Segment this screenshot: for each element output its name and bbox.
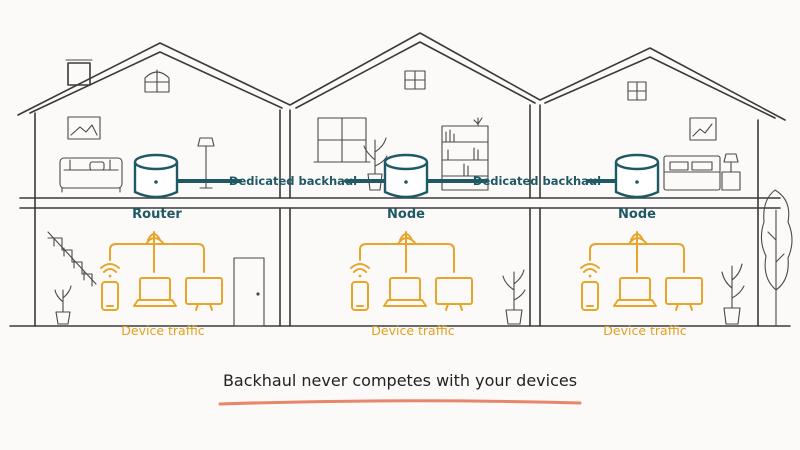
staircase-icon xyxy=(47,231,97,287)
phone-icon xyxy=(581,281,599,311)
sofa-icon xyxy=(59,157,123,193)
wifi-icon xyxy=(350,263,370,278)
tree-icon xyxy=(760,189,793,327)
backhaul-label: Dedicated backhaul xyxy=(473,174,601,188)
plant-icon xyxy=(363,137,388,191)
phone-icon xyxy=(101,281,119,311)
laptop-icon xyxy=(133,277,177,307)
wall-picture-icon xyxy=(689,117,717,141)
device-traffic-group: Device traffic xyxy=(350,231,473,338)
device-traffic-label: Device traffic xyxy=(603,323,687,338)
phone-icon xyxy=(351,281,369,311)
window-icon xyxy=(313,117,371,163)
device-traffic-group: Device traffic xyxy=(580,231,703,338)
caption: Backhaul never competes with your device… xyxy=(223,371,577,390)
laptop-icon xyxy=(613,277,657,307)
backhaul-link: Dedicated backhaul xyxy=(176,174,386,188)
router-node xyxy=(133,153,179,199)
mesh-node xyxy=(383,153,429,199)
device-traffic-group: Device traffic xyxy=(100,231,223,338)
tv-icon xyxy=(185,277,223,311)
laptop-icon xyxy=(383,277,427,307)
device-traffic-label: Device traffic xyxy=(371,323,455,338)
bed-icon xyxy=(663,155,721,191)
potted-plant-icon xyxy=(721,263,745,325)
caption-underline xyxy=(218,399,582,406)
door-icon xyxy=(233,257,265,327)
tv-icon xyxy=(665,277,703,311)
router-label: Router xyxy=(132,207,182,222)
house-outline xyxy=(9,32,791,327)
wifi-icon xyxy=(100,263,120,278)
node-label: Node xyxy=(387,207,425,222)
bookshelf-icon xyxy=(441,117,489,191)
attic-window-icon xyxy=(144,69,647,101)
potted-plant-icon xyxy=(502,269,526,325)
wifi-icon xyxy=(580,263,600,278)
backhaul-link: Dedicated backhaul xyxy=(426,174,617,188)
device-traffic-label: Device traffic xyxy=(121,323,205,338)
mesh-node xyxy=(614,153,660,199)
lamp-icon xyxy=(721,153,741,191)
wall-picture-icon xyxy=(67,116,101,140)
backhaul-label: Dedicated backhaul xyxy=(229,174,357,188)
potted-plant-icon xyxy=(54,285,72,325)
tv-icon xyxy=(435,277,473,311)
node-label: Node xyxy=(618,207,656,222)
